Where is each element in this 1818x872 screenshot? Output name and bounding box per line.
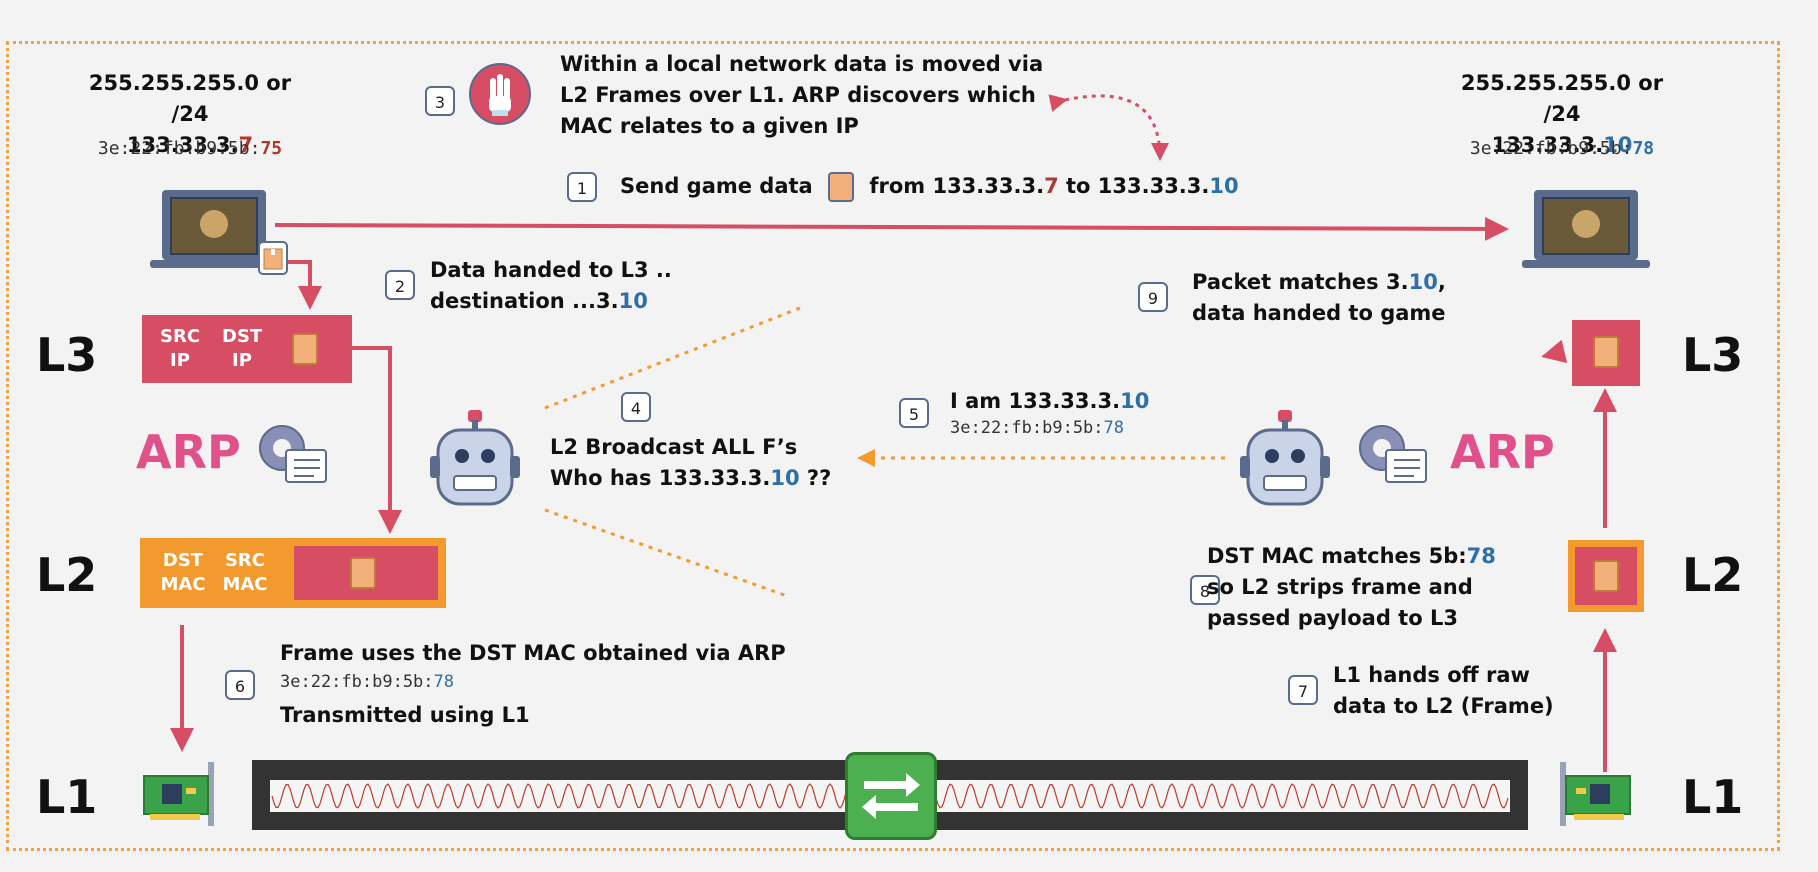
right-robot-icon [1240,410,1330,514]
game-data-package-icon [258,241,288,279]
diagram-frame [6,41,1780,851]
right-network-card-icon [1560,762,1640,832]
left-arp-label: ARP [136,425,241,479]
step-4-badge: 4 [621,392,651,422]
left-l3-label: L3 [36,328,98,382]
step-8-line-3: passed payload to L3 [1207,606,1458,630]
step-9-line-2: data handed to game [1192,301,1446,325]
step-7-line-1: L1 hands off raw [1333,663,1530,687]
l3-to-game-arrow [1541,339,1568,364]
step-6-mac: 3e:22:fb:b9:5b:78 [280,672,455,692]
right-mac-address: 3e:22:fb:b9:5b:78 [1469,138,1655,159]
left-mac-address: 3e:22:fb:b9:5b:75 [97,138,283,159]
package-icon [828,172,855,202]
left-l1-label: L1 [36,770,98,824]
step-6-line-1: Frame uses the DST MAC obtained via ARP [280,641,786,665]
step-6-line-3: Transmitted using L1 [280,703,530,727]
step-7-line-2: data to L2 (Frame) [1333,694,1554,718]
left-laptop-icon [150,188,280,284]
right-ip-address: 133.33.3.10 [1491,133,1633,157]
left-subnet-mask: 255.255.255.0 or /24 [88,71,292,126]
payload-icon [350,557,376,589]
arp-discovery-arrow [1048,94,1169,161]
payload-icon [1593,560,1619,592]
step-5-badge: 5 [899,398,929,428]
left-arp-gear-checklist-icon [250,418,330,492]
step-2-line-2: destination ...3.10 [430,289,648,313]
step-9-line-1: Packet matches 3.10, [1192,270,1446,294]
step-1-text: Send game data from 133.33.3.7 to 133.33… [620,171,1239,202]
payload-icon [292,333,318,365]
right-l1-label: L1 [1682,770,1744,824]
step-5-line-1: I am 133.33.3.10 [950,389,1150,413]
step-3-line-1: Within a local network data is moved via [560,52,1044,76]
right-subnet-mask: 255.255.255.0 or /24 [1460,71,1664,126]
send-arrow [274,216,1509,241]
left-network-card-icon [142,762,222,832]
frame-payload [294,546,438,600]
left-robot-icon [430,410,520,514]
step-9-badge: 9 [1138,282,1168,312]
left-ip-address: 133.33.3.7 [126,133,254,157]
right-laptop-icon [1522,188,1652,284]
broadcast-line-up [544,306,801,410]
left-l2-label: L2 [36,548,98,602]
step-8-badge: 8 [1190,575,1220,605]
step-3-badge: 3 [425,86,455,116]
step-3-line-3: MAC relates to a given IP [560,114,859,138]
step-3-line-2: L2 Frames over L1. ARP discovers which [560,83,1036,107]
step-7-badge: 7 [1288,675,1318,705]
network-switch-icon [845,752,937,840]
right-arp-label: ARP [1450,425,1555,479]
step-4-line-1: L2 Broadcast ALL F’s [550,435,798,459]
right-l3-label: L3 [1682,328,1744,382]
broadcast-line-down [544,508,791,599]
right-arp-gear-checklist-icon [1350,418,1430,492]
right-l3-packet [1572,320,1640,386]
step-1-badge: 1 [567,172,597,202]
step-5-mac: 3e:22:fb:b9:5b:78 [950,418,1125,438]
hand-stop-icon [468,62,532,130]
step-8-line-1: DST MAC matches 5b:78 [1207,544,1496,568]
right-l2-frame [1568,540,1644,612]
step-8-line-2: so L2 strips frame and [1207,575,1473,599]
step-4-line-2: Who has 133.33.3.10 ?? [550,466,832,490]
laptop-to-l3-arrow [283,260,322,310]
payload-icon [1593,336,1619,368]
step-6-badge: 6 [225,670,255,700]
right-l2-label: L2 [1682,548,1744,602]
step-2-badge: 2 [385,270,415,300]
frame-payload [1575,547,1637,605]
l3-to-l2-arrow [352,346,402,534]
step-2-line-1: Data handed to L3 .. [430,258,672,282]
